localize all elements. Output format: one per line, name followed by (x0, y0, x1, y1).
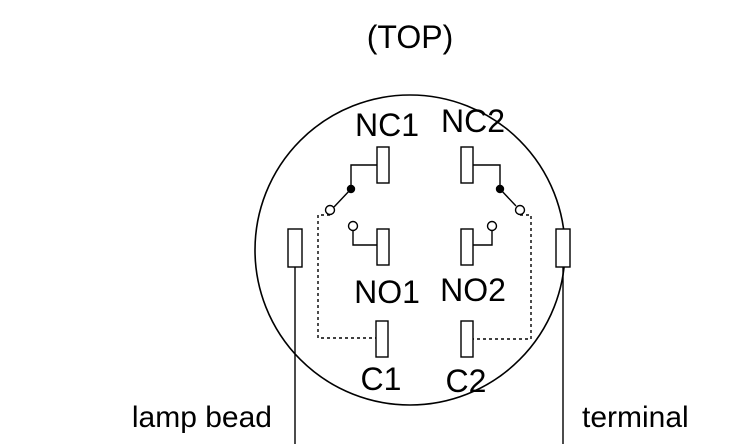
nc2-terminal (460, 146, 474, 184)
no1-label: NO1 (354, 274, 420, 310)
c2-terminal (460, 320, 474, 358)
no2-terminal (460, 228, 474, 266)
switch-contact-1 (317, 164, 377, 339)
no1-terminal (376, 228, 390, 266)
nc1-terminal (376, 146, 390, 184)
nc1-label: NC1 (355, 107, 419, 143)
switch-contact-2 (473, 164, 532, 340)
c1-label: C1 (361, 361, 402, 397)
nc2-label: NC2 (441, 103, 505, 139)
top-view-label: (TOP) (367, 19, 454, 55)
lamp-terminal-right (555, 228, 571, 268)
lamp-bead-label: lamp bead (132, 401, 272, 434)
c1-terminal (375, 320, 389, 358)
terminal-label: terminal (582, 401, 689, 434)
c2-label: C2 (446, 363, 487, 399)
lamp-terminal-left (287, 228, 303, 268)
no2-label: NO2 (440, 272, 506, 308)
